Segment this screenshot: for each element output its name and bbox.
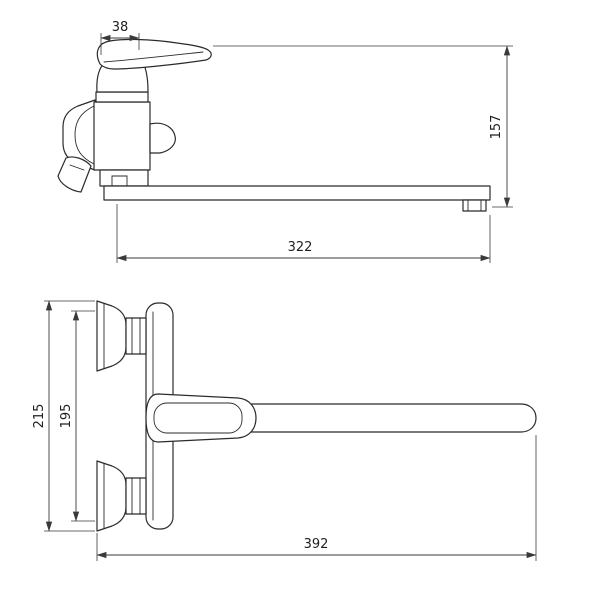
dim-label-mount-span: 195: [59, 404, 74, 429]
top-mount-nut-lines: [131, 317, 141, 355]
bottom-mount-nut-lines: [131, 477, 141, 515]
front-view: 215 195 392: [32, 300, 537, 561]
dim-label-overall-length: 392: [304, 537, 329, 552]
wall-flange-inner-line: [74, 105, 95, 165]
dim-label-height: 157: [489, 115, 504, 140]
diverter-knob-path: [57, 156, 92, 193]
dim-overall-length: 392: [96, 435, 537, 561]
body-lower-path: [99, 169, 149, 187]
dim-overall-span: 215: [32, 300, 95, 532]
lever-handle-line: [103, 51, 204, 63]
aerator-lines: [467, 199, 482, 212]
handle-plan-inner: [153, 402, 243, 434]
dim-handle-width: 38: [100, 20, 140, 55]
body-band-path: [95, 91, 149, 103]
dim-overall-height-side: 157: [213, 45, 513, 208]
body-main-path: [93, 101, 151, 171]
aerator-path: [462, 199, 487, 212]
lever-handle-path: [96, 38, 212, 70]
dim-label-handle-width: 38: [112, 20, 129, 35]
side-view-faucet: [57, 38, 491, 212]
bottom-mount-nut-path: [125, 477, 147, 515]
side-lever-knob-path: [149, 122, 176, 154]
front-view-faucet: [96, 300, 537, 532]
handle-plan-path: [145, 393, 257, 443]
dim-label-spout-reach: 322: [288, 240, 313, 255]
dim-mount-span: 195: [59, 310, 95, 522]
dim-spout-reach: 322: [116, 204, 491, 263]
side-view: 38 157 322: [57, 20, 513, 263]
top-mount-nut-path: [125, 317, 147, 355]
dim-label-overall-span: 215: [32, 404, 47, 429]
spout-plan-path: [243, 403, 537, 433]
diverter-knob-line: [69, 164, 85, 171]
spout-path: [103, 185, 491, 201]
